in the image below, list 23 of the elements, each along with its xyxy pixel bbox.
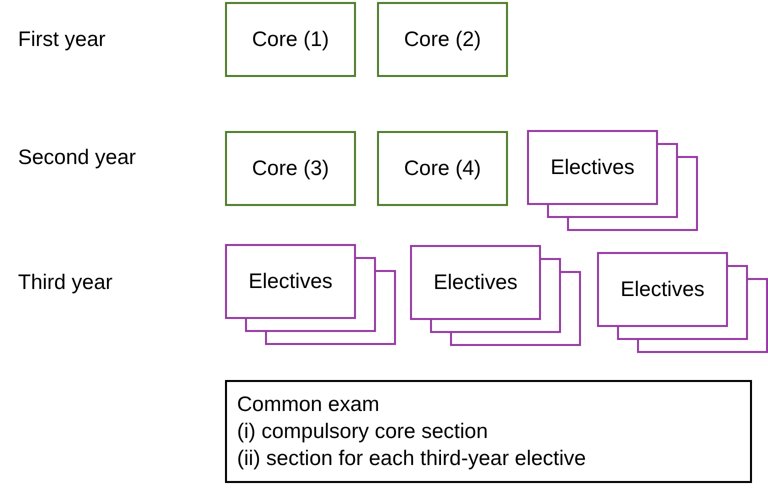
- exam-box: [225, 380, 752, 483]
- course-name: Electives: [550, 156, 635, 180]
- year-label: Second year: [18, 146, 136, 170]
- course-name: Core (2): [404, 28, 482, 52]
- year-label: Third year: [18, 271, 113, 295]
- elective-card: [527, 130, 658, 205]
- exam-item: (i) compulsory core section: [237, 418, 488, 445]
- year-label: First year: [18, 28, 106, 52]
- course-box: [377, 2, 508, 77]
- course-box: [225, 131, 356, 206]
- course-name: Electives: [620, 278, 705, 302]
- elective-card: [410, 245, 541, 320]
- course-name: Core (4): [404, 156, 482, 180]
- exam-item: (ii) section for each third-year elective: [237, 446, 586, 472]
- course-name: Core (3): [252, 156, 330, 180]
- elective-card: [225, 244, 356, 319]
- elective-card: [597, 252, 728, 327]
- course-name: Core (1): [252, 28, 330, 52]
- exam-title: Common exam: [237, 392, 380, 418]
- course-box: [377, 131, 508, 206]
- course-box: [225, 2, 356, 77]
- course-name: Electives: [248, 270, 333, 294]
- course-name: Electives: [433, 270, 518, 294]
